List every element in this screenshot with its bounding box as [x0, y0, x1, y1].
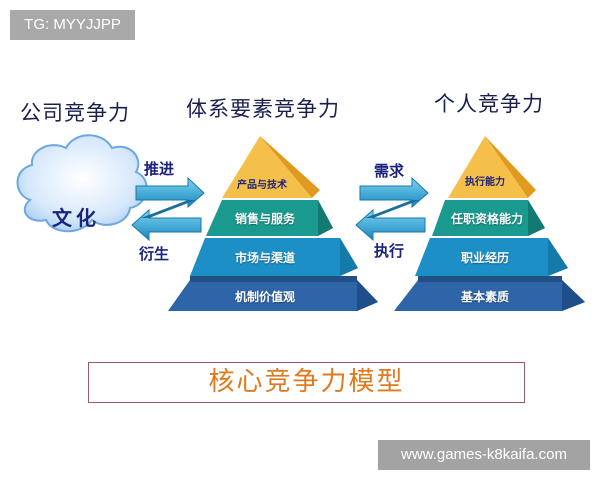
- heading-system: 体系要素竞争力: [186, 97, 340, 121]
- left-double-arrow-icon: [131, 176, 205, 242]
- system-tier-1: 产品与技术: [237, 180, 287, 191]
- personal-tier-2: 任职资格能力: [450, 212, 523, 226]
- right-double-arrow-icon: [355, 176, 429, 242]
- personal-tier-4: 基本素质: [460, 290, 509, 304]
- watermark-bottom: www.games-k8kaifa.com: [378, 440, 590, 470]
- watermark-top: TG: MYYJJPP: [10, 10, 135, 40]
- heading-company: 公司竞争力: [20, 101, 130, 125]
- arrow-label-derive: 衍生: [139, 245, 170, 263]
- cloud-icon: [16, 134, 148, 233]
- arrow-label-execute: 执行: [374, 242, 405, 260]
- system-tier-3: 市场与渠道: [234, 251, 295, 265]
- heading-personal: 个人竞争力: [434, 92, 544, 116]
- model-title: 核心竞争力模型: [208, 367, 405, 397]
- system-pyramid: [168, 136, 378, 311]
- arrow-label-push: 推进: [144, 160, 175, 178]
- system-tier-2: 销售与服务: [234, 212, 295, 226]
- system-tier-4: 机制价值观: [234, 290, 295, 304]
- model-title-box: 核心竞争力模型: [88, 362, 525, 403]
- personal-pyramid: [394, 136, 585, 311]
- cloud-label: 文化: [52, 206, 100, 230]
- personal-tier-3: 职业经历: [460, 251, 509, 265]
- arrow-label-demand: 需求: [374, 162, 405, 180]
- personal-tier-1: 执行能力: [465, 177, 505, 188]
